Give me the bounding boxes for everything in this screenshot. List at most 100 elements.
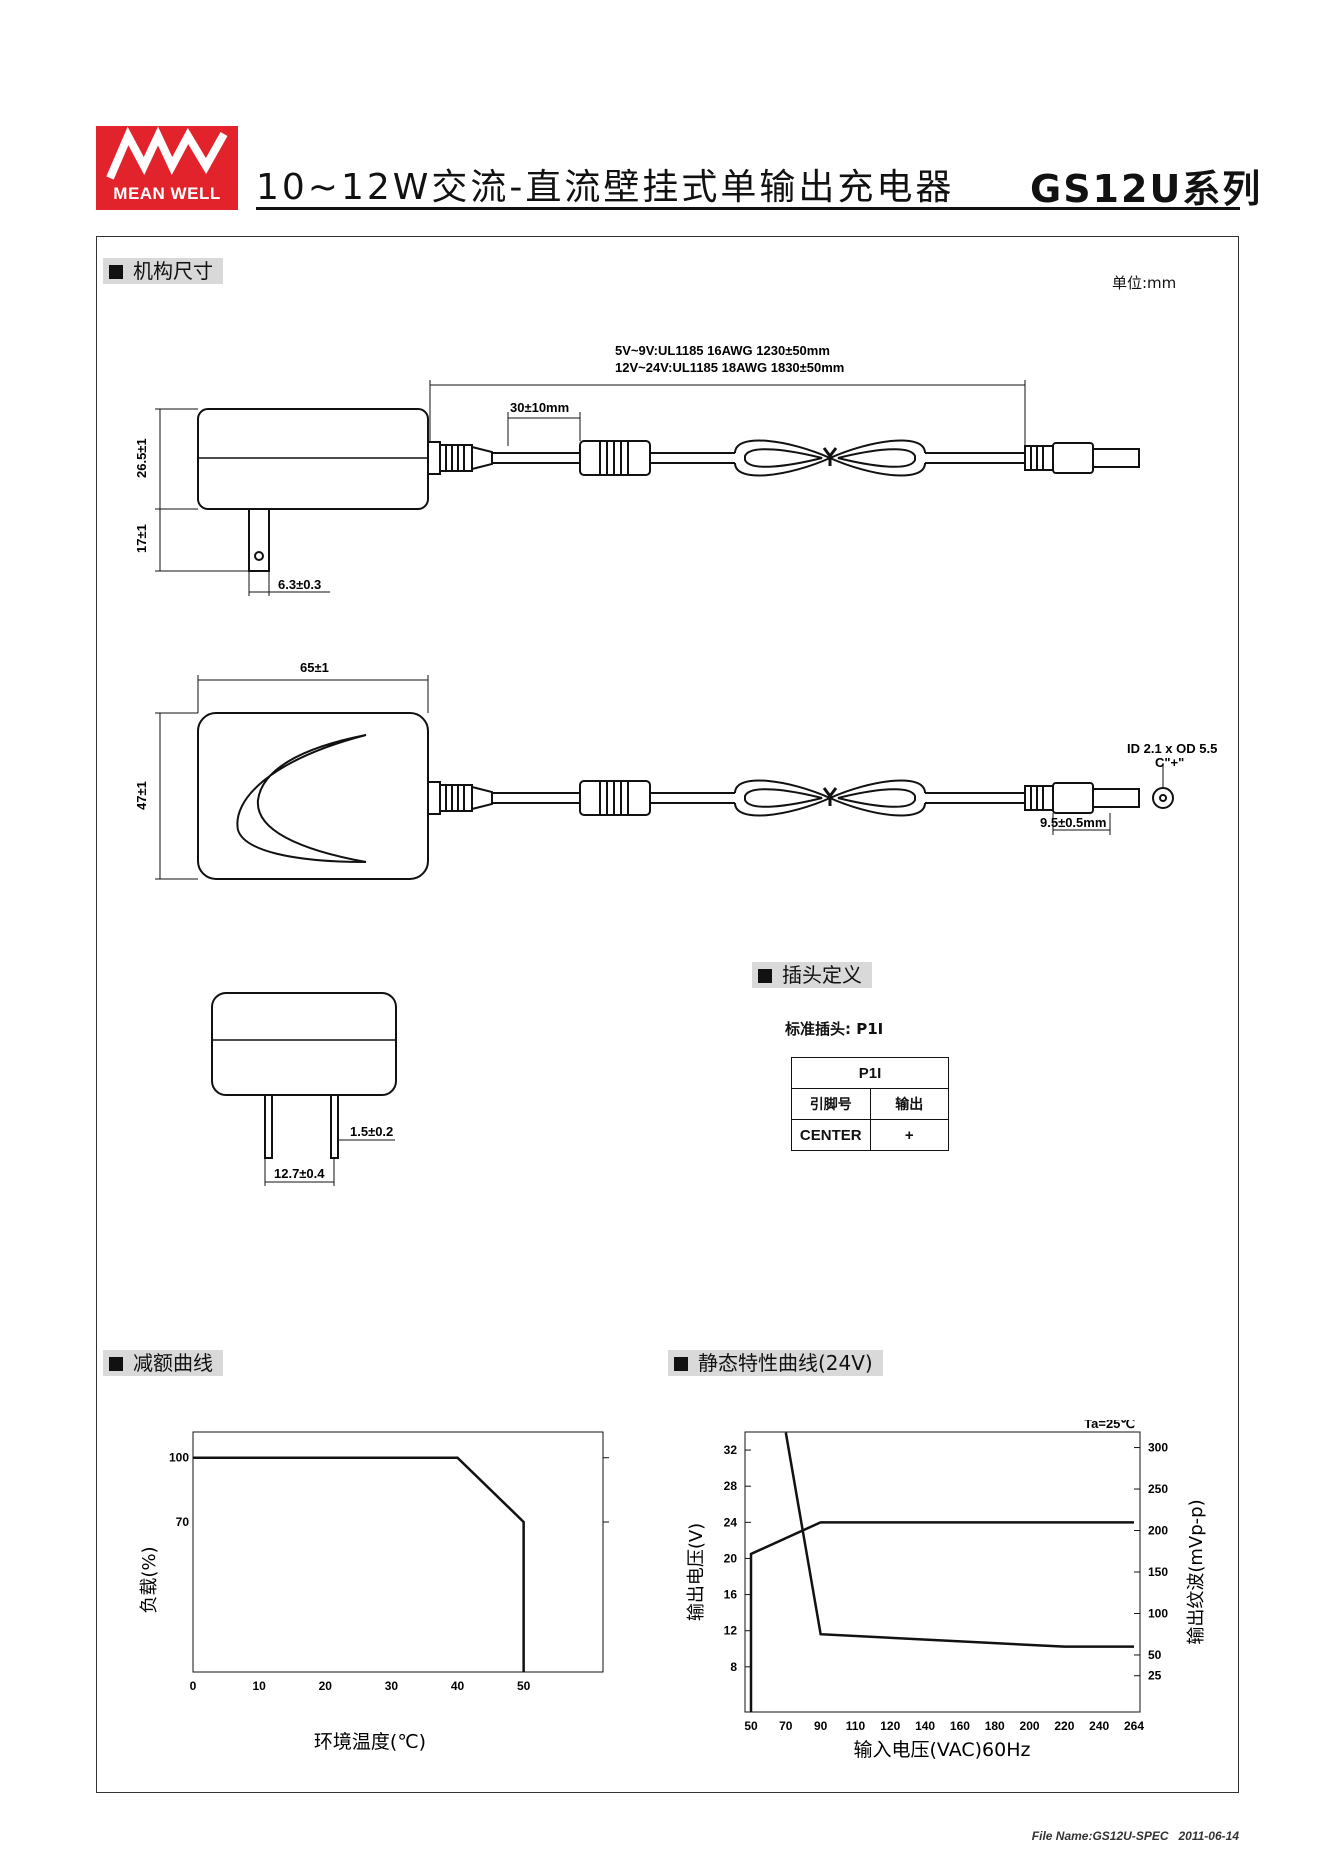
y-right-tick-label: 200 [1148,1524,1168,1538]
static-ticks: 50 70 90 110 120 140 160 180 200 220 240 264 8 12 16 20… [724,1441,1169,1733]
table-row: CENTER + [791,1119,949,1151]
pin-thickness-dimension: 1.5±0.2 [350,1124,393,1139]
section-static: 静态特性曲线(24V) [668,1350,883,1376]
y-left-tick-label: 8 [730,1660,737,1674]
y-tick-label: 100 [169,1451,189,1465]
title-underline [256,207,1240,210]
mean-well-logo: MEAN WELL [96,126,238,210]
output-cell: + [869,1119,949,1151]
strain-relief [439,444,493,472]
y-right-tick-label: 150 [1148,1565,1168,1579]
static-plot-area [744,1431,1141,1713]
logo-text: MEAN WELL [113,184,221,203]
static-ylabel-right: 输出纹波(mVp-p) [1186,1499,1207,1644]
ac-pin [248,508,270,572]
x-tick-label: 140 [915,1719,935,1733]
cable-spec-1: 5V~9V:UL1185 16AWG 1230±50mm [615,343,830,358]
standard-plug-label: 标准插头: P1I [785,1020,884,1038]
plug-face-icon [1152,787,1174,809]
cable-spec-2: 12V~24V:UL1185 18AWG 1830±50mm [615,360,844,375]
mechanical-drawing: 5V~9V:UL1185 16AWG 1230±50mm 12V~24V:UL1… [134,343,1217,1186]
section-plug-label: 插头定义 [782,963,862,987]
x-tick-label: 10 [252,1679,266,1693]
section-static-label: 静态特性曲线(24V) [698,1351,873,1375]
derating-curve [193,1456,525,1672]
y-right-tick-label: 25 [1148,1669,1162,1683]
pin-table: P1I 引脚号 输出 CENTER + [791,1057,949,1151]
spec-frame [96,236,1239,1793]
adapter-front-body [211,992,397,1096]
plug-spec: ID 2.1 x OD 5.5 [1127,741,1217,756]
x-tick-label: 40 [451,1679,465,1693]
x-tick-label: 50 [744,1719,758,1733]
adapter-side-body [197,408,429,510]
x-tick-label: 30 [385,1679,399,1693]
x-tick-label: 90 [814,1719,828,1733]
height-dimension: 26.5±1 [134,438,149,478]
y-left-tick-label: 32 [724,1443,738,1457]
y-left-tick-label: 16 [724,1588,738,1602]
pin-table-title: P1I [791,1057,949,1089]
y-tick-label: 70 [176,1515,190,1529]
x-tick-label: 180 [985,1719,1005,1733]
derating-plot-area [192,1431,604,1673]
derating-ylabel: 负载(%) [139,1546,160,1613]
unit-label: 单位:mm [1112,274,1177,292]
x-tick-label: 264 [1124,1719,1144,1733]
ac-pin-right [330,1094,339,1159]
y-left-tick-label: 28 [724,1479,738,1493]
static-chart: 50 70 90 110 120 140 160 180 200 220 240 264 8 12 16 20… [686,1420,1207,1761]
mw-logo-icon [106,126,228,180]
x-tick-label: 70 [779,1719,793,1733]
section-derating-label: 减额曲线 [133,1351,213,1375]
output-voltage-curve [749,1521,1134,1712]
section-derating: 减额曲线 [103,1350,223,1376]
pin-length-dimension: 17±1 [134,524,149,553]
y-left-tick-label: 12 [724,1624,738,1638]
page-title: 10~12W交流-直流壁挂式单输出充电器 [256,167,955,208]
y-right-tick-label: 300 [1148,1441,1168,1455]
ferrite-core [579,440,651,476]
depth-dimension: 47±1 [134,781,149,810]
y-left-tick-label: 20 [724,1551,738,1565]
x-tick-label: 110 [846,1719,866,1733]
derating-xlabel: 环境温度(℃) [314,1731,426,1753]
ac-pin-left [264,1094,273,1159]
x-tick-label: 200 [1020,1719,1040,1733]
y-left-tick-label: 24 [724,1515,738,1529]
y-right-tick-label: 250 [1148,1482,1168,1496]
ferrite-distance: 30±10mm [510,400,569,415]
square-bullet-icon [674,1357,688,1371]
square-bullet-icon [109,1357,123,1371]
section-plug: 插头定义 [752,962,872,988]
x-tick-label: 20 [319,1679,333,1693]
square-bullet-icon [109,265,123,279]
square-bullet-icon [758,969,772,983]
x-tick-label: 220 [1054,1719,1074,1733]
ripple-curve [784,1432,1134,1648]
plug-length-dimension: 9.5±0.5mm [1040,815,1106,830]
ambient-condition: Ta=25℃ [1084,1420,1135,1431]
pin-pitch-dimension: 12.7±0.4 [274,1166,325,1181]
width-dimension: 65±1 [300,660,329,675]
adapter-top-body [197,712,429,880]
pin-position-dimension: 6.3±0.3 [278,577,321,592]
x-tick-label: 160 [950,1719,970,1733]
dc-plug-side [1024,442,1140,474]
x-tick-label: 120 [880,1719,900,1733]
x-tick-label: 240 [1089,1719,1109,1733]
derating-chart: 0 10 20 30 40 50 70 100 负载(%) 环境温度(℃) [139,1431,609,1753]
y-right-tick-label: 50 [1148,1648,1162,1662]
file-name: File Name:GS12U-SPEC 2011-06-14 [1031,1829,1239,1843]
static-xlabel: 输入电压(VAC)60Hz [854,1739,1031,1761]
cable-loop [734,439,926,477]
section-mechanical: 机构尺寸 [103,258,223,284]
x-tick-label: 0 [190,1679,197,1693]
crescent-logo-icon [236,734,367,863]
polarity-label: C"+" [1155,755,1184,770]
section-mechanical-label: 机构尺寸 [133,259,213,283]
y-right-tick-label: 100 [1148,1606,1168,1620]
derating-ticks: 0 10 20 30 40 50 70 100 [169,1451,609,1693]
x-tick-label: 50 [517,1679,531,1693]
model-series: GS12U系列 [1030,167,1263,211]
